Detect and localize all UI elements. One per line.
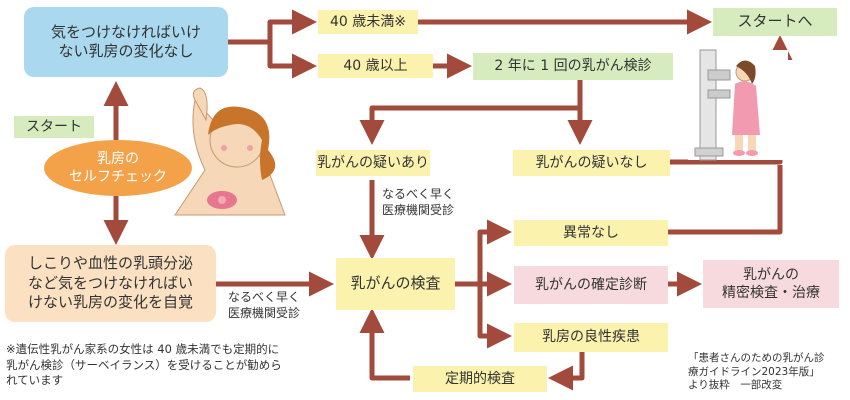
- arrow-normal-to-start: [668, 165, 783, 235]
- suspected-text: 乳がんの疑いあり: [317, 154, 429, 171]
- start-label-text: スタート: [26, 118, 82, 135]
- over40-text: 40 歳以上: [343, 57, 408, 74]
- arrow-benign-to-periodic: [548, 352, 585, 391]
- exam-text: 乳がんの検査: [350, 274, 441, 293]
- mammography-illustration: [688, 49, 788, 161]
- benign-box: 乳房の良性疾患: [514, 323, 668, 352]
- biennial-screening-box: 2 年に 1 回の乳がん検診: [473, 53, 673, 80]
- start-label: スタート: [14, 116, 94, 138]
- to-start-text: スタートへ: [737, 12, 813, 31]
- arrow-to-benign: [477, 284, 512, 349]
- asap-label-top: なるべく早く 医療機関受診: [382, 187, 455, 217]
- symptoms-box: しこりや血性の乳頭分泌 など気をつけなければい けない乳房の変化を自覚: [5, 245, 216, 322]
- footnote: ※遺伝性乳がん家系の女性は 40 歳未満でも定期的に 乳がん検診（サーベイランス…: [6, 342, 282, 388]
- self-check-text: 乳房の セルフチェック: [69, 150, 167, 185]
- arrow-screening-branch: [359, 80, 583, 145]
- exam-box: 乳がんの検査: [336, 258, 455, 310]
- biennial-screening-text: 2 年に 1 回の乳がん検診: [494, 58, 652, 75]
- woman-self-exam-illustration: [174, 87, 286, 216]
- self-check-oval: 乳房の セルフチェック: [44, 140, 192, 196]
- under40-box: 40 歳未満※: [318, 10, 418, 34]
- normal-text: 異常なし: [563, 224, 619, 241]
- to-start-box: スタートへ: [713, 8, 837, 36]
- no-change-box: 気をつけなければいけ ない乳房の変化なし: [24, 7, 228, 77]
- over40-box: 40 歳以上: [318, 54, 433, 78]
- periodic-text: 定期的検査: [445, 370, 515, 387]
- arrow-to-over40: [267, 42, 317, 79]
- normal-box: 異常なし: [514, 220, 668, 246]
- not-suspected-text: 乳がんの疑いなし: [535, 154, 648, 171]
- suspected-box: 乳がんの疑いあり: [316, 150, 430, 176]
- under40-text: 40 歳未満※: [330, 13, 406, 30]
- arrow-exam-branch: [455, 219, 512, 287]
- arrow-periodic-to-exam: [359, 308, 410, 381]
- no-change-text: 気をつけなければいけ ない乳房の変化なし: [50, 22, 201, 61]
- detailed-exam-box: 乳がんの 精密検査・治療: [703, 260, 839, 308]
- detailed-exam-text: 乳がんの 精密検査・治療: [722, 266, 820, 301]
- symptoms-text: しこりや血性の乳頭分泌 など気をつけなければい けない乳房の変化を自覚: [27, 254, 193, 312]
- asap-label-bottom: なるべく早く 医療機関受診: [228, 290, 301, 320]
- periodic-box: 定期的検査: [413, 366, 547, 392]
- benign-text: 乳房の良性疾患: [542, 329, 640, 346]
- confirmed-text: 乳がんの確定診断: [535, 276, 647, 293]
- arrow-to-under40: [228, 9, 317, 45]
- confirmed-box: 乳がんの確定診断: [514, 266, 668, 304]
- source-citation: 「患者さんのための乳がん診 療ガイドライン2023年版」 より抜粋 一部改変: [688, 352, 825, 392]
- not-suspected-box: 乳がんの疑いなし: [513, 150, 670, 176]
